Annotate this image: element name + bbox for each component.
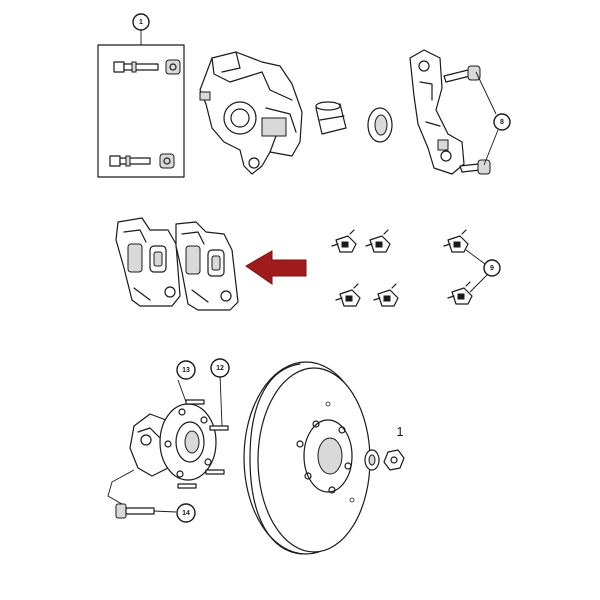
brake-pad-inner xyxy=(115,217,181,307)
callout-14: 14 xyxy=(176,503,196,523)
clip-1 xyxy=(331,229,357,253)
clip-2 xyxy=(365,229,391,253)
callout-9-leader-upper xyxy=(465,249,486,265)
hub-washer-and-nut: 1 xyxy=(364,424,405,471)
bracket-bolt-upper xyxy=(443,65,481,83)
callout-13: 13 xyxy=(176,360,196,380)
callout-8-leader-lower xyxy=(483,129,499,166)
wheel-studs xyxy=(177,399,229,489)
rotor-label: 1 xyxy=(396,424,403,439)
callout-12: 12 xyxy=(210,358,230,378)
callout-8: 8 xyxy=(493,113,511,131)
callout-9-leader-lower xyxy=(469,273,489,293)
brake-pad-outer xyxy=(175,221,239,311)
callout-13-label: 13 xyxy=(182,367,190,374)
hub-bearing-assembly xyxy=(129,373,229,489)
callout-8-label: 8 xyxy=(500,119,504,126)
clip-6 xyxy=(447,281,473,305)
clip-5 xyxy=(443,229,469,253)
bracket-bolt-lower xyxy=(459,159,491,175)
callout-1: 1 xyxy=(132,13,150,31)
callout-9: 9 xyxy=(483,259,501,277)
callout-1-label: 1 xyxy=(139,19,143,26)
caliper-adapter-bracket xyxy=(409,49,499,175)
guide-pin-bolt-lower xyxy=(109,153,175,169)
callout-14-label: 14 xyxy=(182,510,190,517)
guide-pin-bolt-kit xyxy=(97,30,185,178)
anti-rattle-clips xyxy=(331,229,489,307)
callout-12-label: 12 xyxy=(216,365,224,372)
guide-pin-bolt-upper xyxy=(113,59,181,75)
brake-rotor xyxy=(243,361,371,555)
piston-seal xyxy=(367,107,393,143)
callout-9-label: 9 xyxy=(490,265,494,272)
brake-caliper xyxy=(199,51,303,175)
callout-8-leader-upper xyxy=(475,71,497,115)
clip-4 xyxy=(373,283,399,307)
clip-3 xyxy=(335,283,361,307)
caliper-piston xyxy=(315,101,347,135)
callout-14-leader xyxy=(153,510,177,513)
callout-13-leader xyxy=(177,379,187,403)
hub-mounting-bolt xyxy=(107,469,177,519)
brake-pad-set xyxy=(115,217,239,311)
callout-12-leader xyxy=(219,373,223,427)
arrow-left-icon xyxy=(245,250,307,285)
